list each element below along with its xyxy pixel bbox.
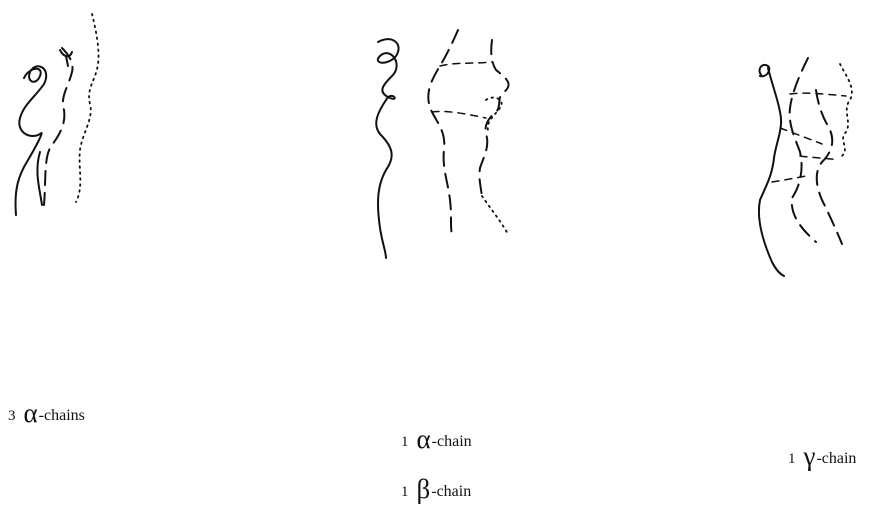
alpha-symbol: α (417, 424, 431, 454)
alpha-beta-chains-structure (376, 30, 508, 258)
alpha-chain-dotted-strand (76, 14, 99, 202)
gamma-bond-middle (780, 128, 822, 144)
alpha3-count: 3 (8, 408, 16, 424)
alpha-chain-dashed-strand (44, 48, 73, 205)
beta-symbol: β (417, 474, 431, 504)
one-alpha-chain-label: 1 α-chain (401, 424, 472, 451)
disulfide-bond-lower (432, 111, 486, 118)
alpha-chain-solid-strand-lower (37, 152, 42, 205)
three-alpha-chains-label: 3 α-chains (8, 398, 85, 425)
gamma-bond-bottom (800, 156, 838, 160)
gamma-chain-right-strand (816, 90, 842, 244)
gamma-chain-structure (759, 58, 852, 276)
three-alpha-chains-structure (16, 14, 99, 215)
one-beta-chain-label: 1 β-chain (401, 474, 471, 501)
one-gamma-chain-label: 1 γ-chain (788, 441, 856, 468)
gamma-chain-dotted-strand (840, 64, 852, 156)
gamma1-count: 1 (788, 451, 796, 467)
beta1-count: 1 (401, 484, 409, 500)
gamma-symbol: γ (804, 441, 816, 471)
alpha1-suffix: -chain (432, 433, 472, 450)
alpha1-count: 1 (401, 434, 409, 450)
gamma-bond-lower (772, 176, 806, 182)
alpha-chain-dashed-strand (428, 30, 458, 235)
coiled-solid-strand (376, 39, 398, 258)
gamma-chain-dashed-strand (790, 58, 816, 242)
alpha-chain-solid-strand (16, 66, 47, 215)
gamma-chain-solid-strand (759, 68, 784, 276)
gamma-bond-upper (790, 93, 846, 96)
beta1-suffix: -chain (431, 483, 471, 500)
disulfide-bond-upper (440, 62, 492, 66)
gamma1-suffix: -chain (816, 450, 856, 467)
alpha-symbol: α (24, 398, 38, 428)
beta-chain-dashed-strand (479, 40, 508, 200)
alpha3-suffix: -chains (39, 407, 85, 424)
